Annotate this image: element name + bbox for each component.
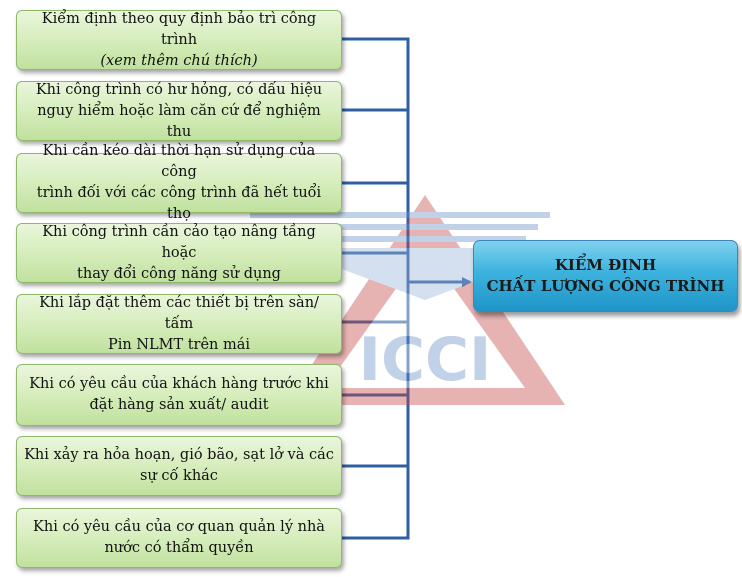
condition-box-4-line-2: thay đổi công năng sử dụng — [77, 265, 281, 282]
condition-box-5-line-1: Khi lắp đặt thêm các thiết bị trên sàn/ … — [39, 294, 319, 332]
condition-box-1-note: (xem thêm chú thích) — [100, 52, 258, 69]
condition-box-8-line-1: Khi có yêu cầu của cơ quan quản lý nhà — [33, 519, 325, 535]
condition-box-3-line-1: Khi cần kéo dài thời hạn sử dụng của côn… — [42, 143, 316, 180]
condition-box-6: Khi có yêu cầu của khách hàng trước khi … — [16, 364, 342, 426]
condition-box-8: Khi có yêu cầu của cơ quan quản lý nhà n… — [16, 508, 342, 568]
connector-lines — [342, 37, 472, 540]
condition-box-5: Khi lắp đặt thêm các thiết bị trên sàn/ … — [16, 294, 342, 354]
condition-box-4: Khi công trình cần cảo tạo nâng tầng hoặ… — [16, 223, 342, 283]
target-box: KIỂM ĐỊNH CHẤT LƯỢNG CÔNG TRÌNH — [473, 240, 738, 312]
condition-box-7-line-1: Khi xảy ra hỏa hoạn, gió bão, sạt lở và … — [24, 447, 334, 463]
condition-box-2-line-2: nguy hiểm hoặc làm căn cứ để nghiệm thu — [37, 102, 321, 140]
condition-box-8-line-2: nước có thẩm quyền — [104, 540, 254, 556]
condition-box-6-line-1: Khi có yêu cầu của khách hàng trước khi — [29, 376, 329, 392]
target-title-line-2: CHẤT LƯỢNG CÔNG TRÌNH — [486, 277, 725, 295]
condition-box-1: Kiểm định theo quy định bảo trì công trì… — [16, 10, 342, 70]
target-title-line-1: KIỂM ĐỊNH — [554, 256, 657, 274]
condition-box-4-line-1: Khi công trình cần cảo tạo nâng tầng hoặ… — [42, 223, 316, 261]
condition-box-3-line-2: trình đối với các công trình đã hết tuổi… — [36, 185, 322, 222]
condition-box-2: Khi công trình có hư hỏng, có dấu hiệu n… — [16, 81, 342, 141]
condition-box-1-line-1: Kiểm định theo quy định bảo trì công trì… — [41, 10, 317, 48]
condition-box-5-line-2: Pin NLMT trên mái — [107, 336, 251, 353]
condition-box-2-line-1: Khi công trình có hư hỏng, có dấu hiệu — [35, 81, 323, 98]
condition-box-7: Khi xảy ra hỏa hoạn, gió bão, sạt lở và … — [16, 436, 342, 496]
condition-box-3: Khi cần kéo dài thời hạn sử dụng của côn… — [16, 143, 342, 222]
condition-box-6-line-2: đặt hàng sản xuất/ audit — [89, 397, 269, 413]
condition-box-7-line-2: sự cố khác — [140, 468, 218, 484]
